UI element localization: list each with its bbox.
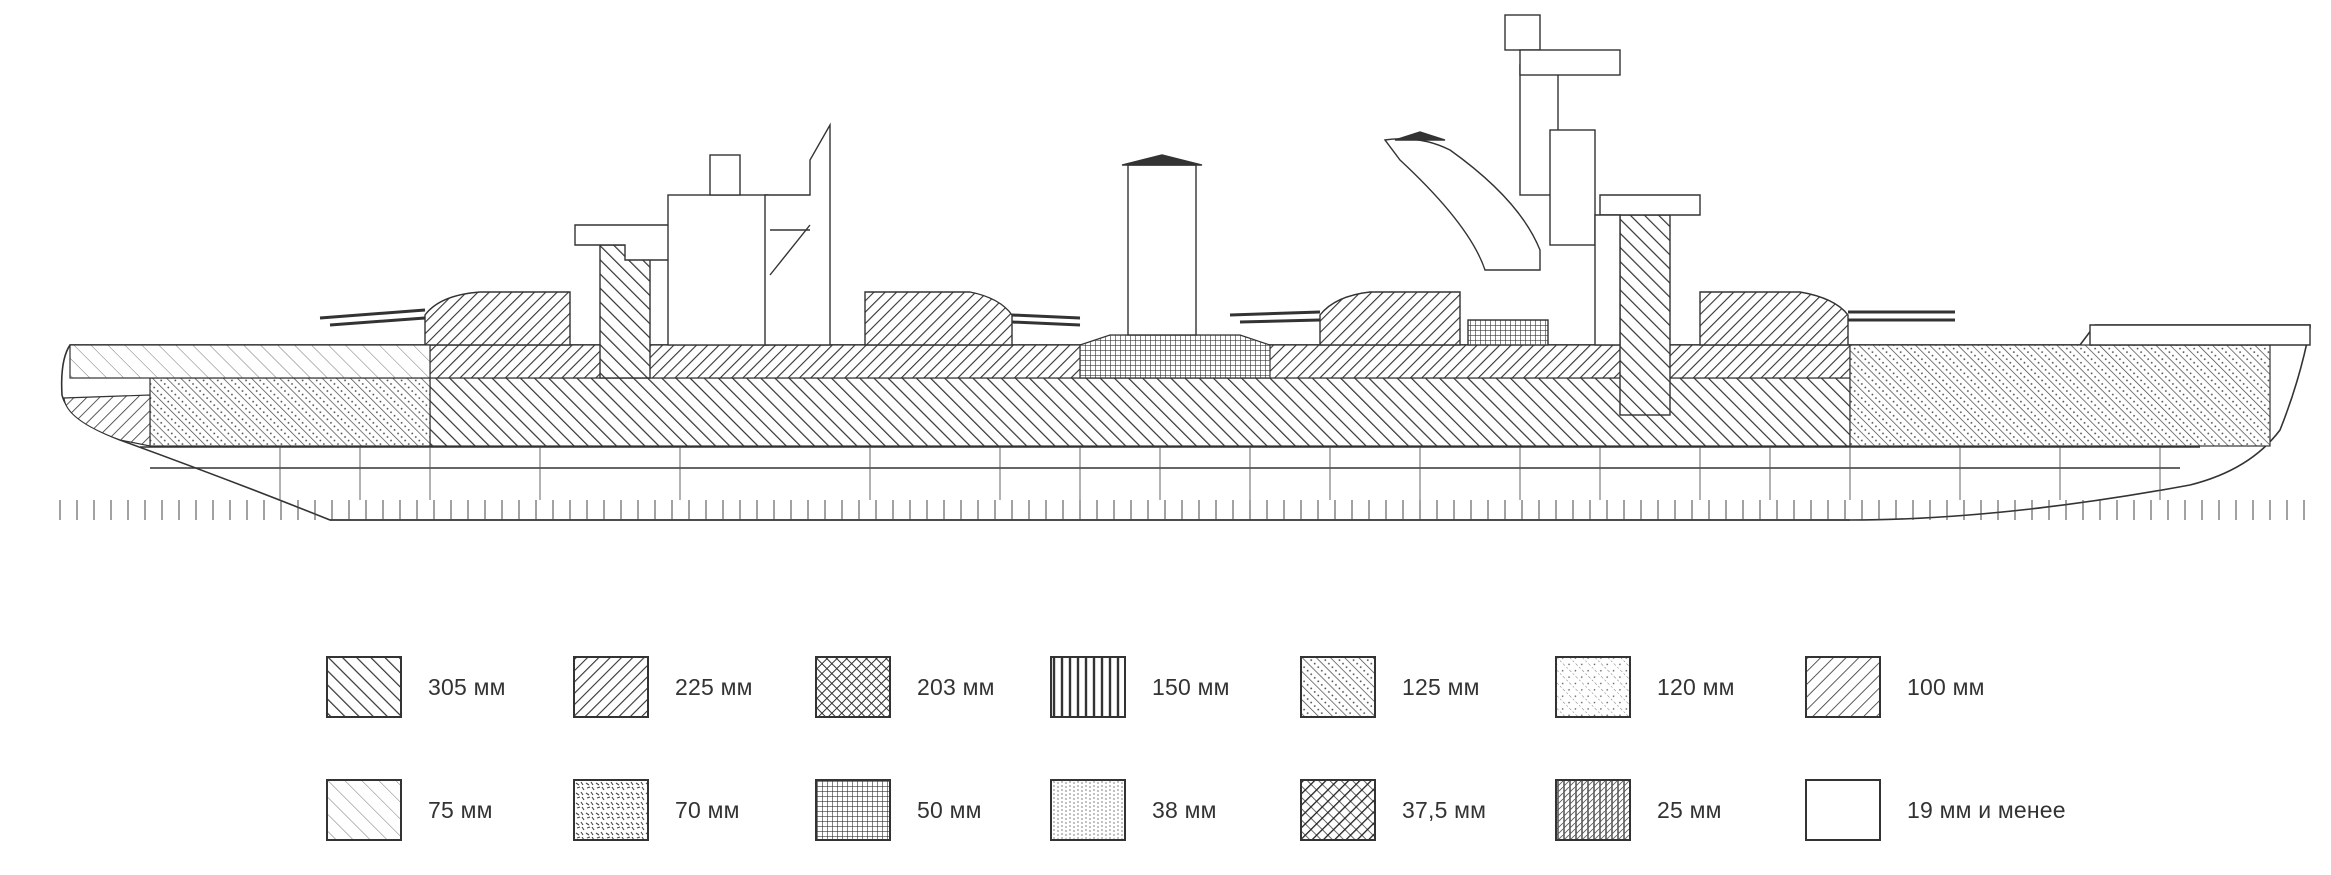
fwd-conning-tower	[599, 244, 651, 379]
fore-superstructure	[574, 122, 831, 346]
aft-conning-tower	[1619, 214, 1671, 416]
turret-3	[1229, 291, 1461, 346]
turret-4	[1699, 291, 1955, 346]
frame-ticks	[59, 500, 2305, 520]
aft-superstructure	[1383, 14, 1701, 346]
turret-2	[864, 291, 1081, 346]
funnel	[1121, 154, 1203, 336]
compartment-dividers	[279, 447, 2161, 500]
fore-upper-deck	[69, 344, 431, 379]
stern-upper	[2089, 324, 2311, 346]
central-deck-block	[1079, 334, 1271, 379]
turret-1	[319, 291, 571, 346]
fore-belt	[149, 377, 431, 447]
bow-armor	[63, 394, 151, 447]
aft-belt	[1849, 344, 2271, 447]
